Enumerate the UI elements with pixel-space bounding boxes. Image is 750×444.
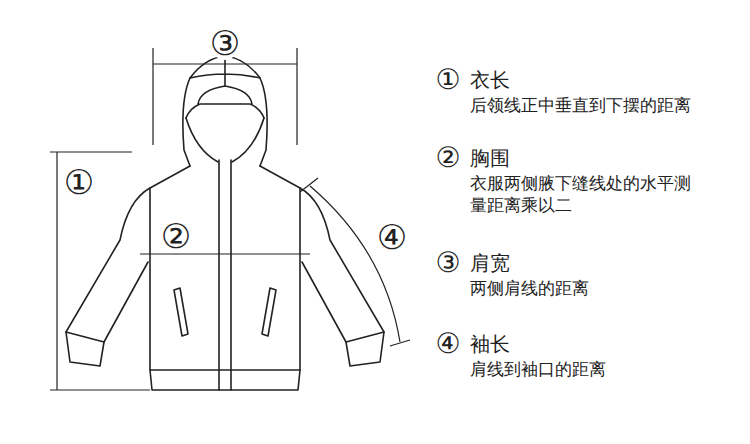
measure-note: 衣服两侧腋下缝线处的水平测 量距离乘以二 — [470, 172, 702, 216]
measure-note: 后领线正中垂直到下摆的距离 — [470, 94, 740, 116]
hood-outline — [183, 56, 267, 166]
measure-name: 袖长 — [470, 331, 510, 357]
measure-name: 胸围 — [470, 145, 510, 171]
callout-number: ③ — [210, 26, 240, 60]
callout-number: ③ — [435, 249, 460, 277]
callout-number: ② — [435, 144, 460, 172]
dimension-line — [50, 152, 150, 390]
cuff-seams — [66, 332, 384, 342]
pocket — [174, 288, 188, 336]
callout-number: ④ — [377, 220, 407, 254]
zipper — [219, 160, 231, 390]
callout-number: ④ — [435, 330, 460, 358]
right-sleeve — [300, 188, 384, 366]
measure-note: 两侧肩线的距离 — [470, 277, 740, 299]
jacket-body — [150, 166, 300, 370]
pocket — [262, 288, 276, 336]
dimension-line — [140, 253, 310, 254]
callout-number: ① — [64, 165, 94, 199]
callout-number: ① — [435, 66, 460, 94]
measure-note: 肩线到袖口的距离 — [470, 358, 740, 380]
dimension-line — [153, 48, 297, 145]
left-sleeve — [66, 188, 150, 366]
hood-face — [186, 56, 264, 118]
hood-opening — [186, 118, 264, 162]
measure-name: 肩宽 — [470, 250, 510, 276]
measure-name: 衣长 — [470, 67, 510, 93]
hem-band — [150, 370, 300, 390]
dimension-line — [300, 178, 410, 346]
callout-number: ② — [161, 219, 191, 253]
